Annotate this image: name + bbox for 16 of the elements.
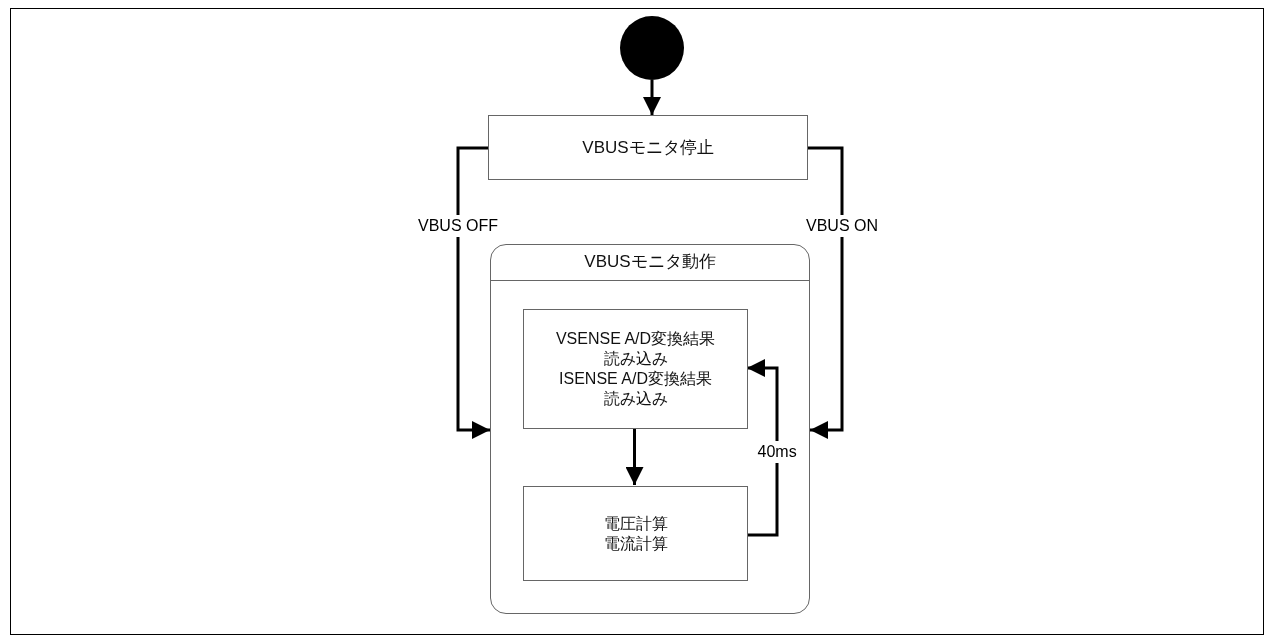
arrow <box>808 146 844 439</box>
state-box <box>488 115 808 180</box>
arrow <box>625 428 644 485</box>
state-box <box>523 486 748 581</box>
edge-label: VBUS OFF <box>416 215 500 237</box>
edge-label: 40ms <box>755 441 799 463</box>
state-label: 電圧計算電流計算 <box>602 513 669 554</box>
state-label: VBUSモニタ停止 <box>582 137 714 158</box>
state-label: VSENSE A/D変換結果読み込み <box>554 329 717 369</box>
arrow <box>643 80 661 115</box>
composite-state-title: VBUSモニタ動作 <box>583 252 717 272</box>
edge-label: VBUS ON <box>804 215 880 237</box>
state-box <box>523 309 748 429</box>
state-label: ISENSE A/D変換結果読み込み <box>558 369 713 409</box>
arrow <box>747 359 779 537</box>
arrow <box>456 146 490 439</box>
